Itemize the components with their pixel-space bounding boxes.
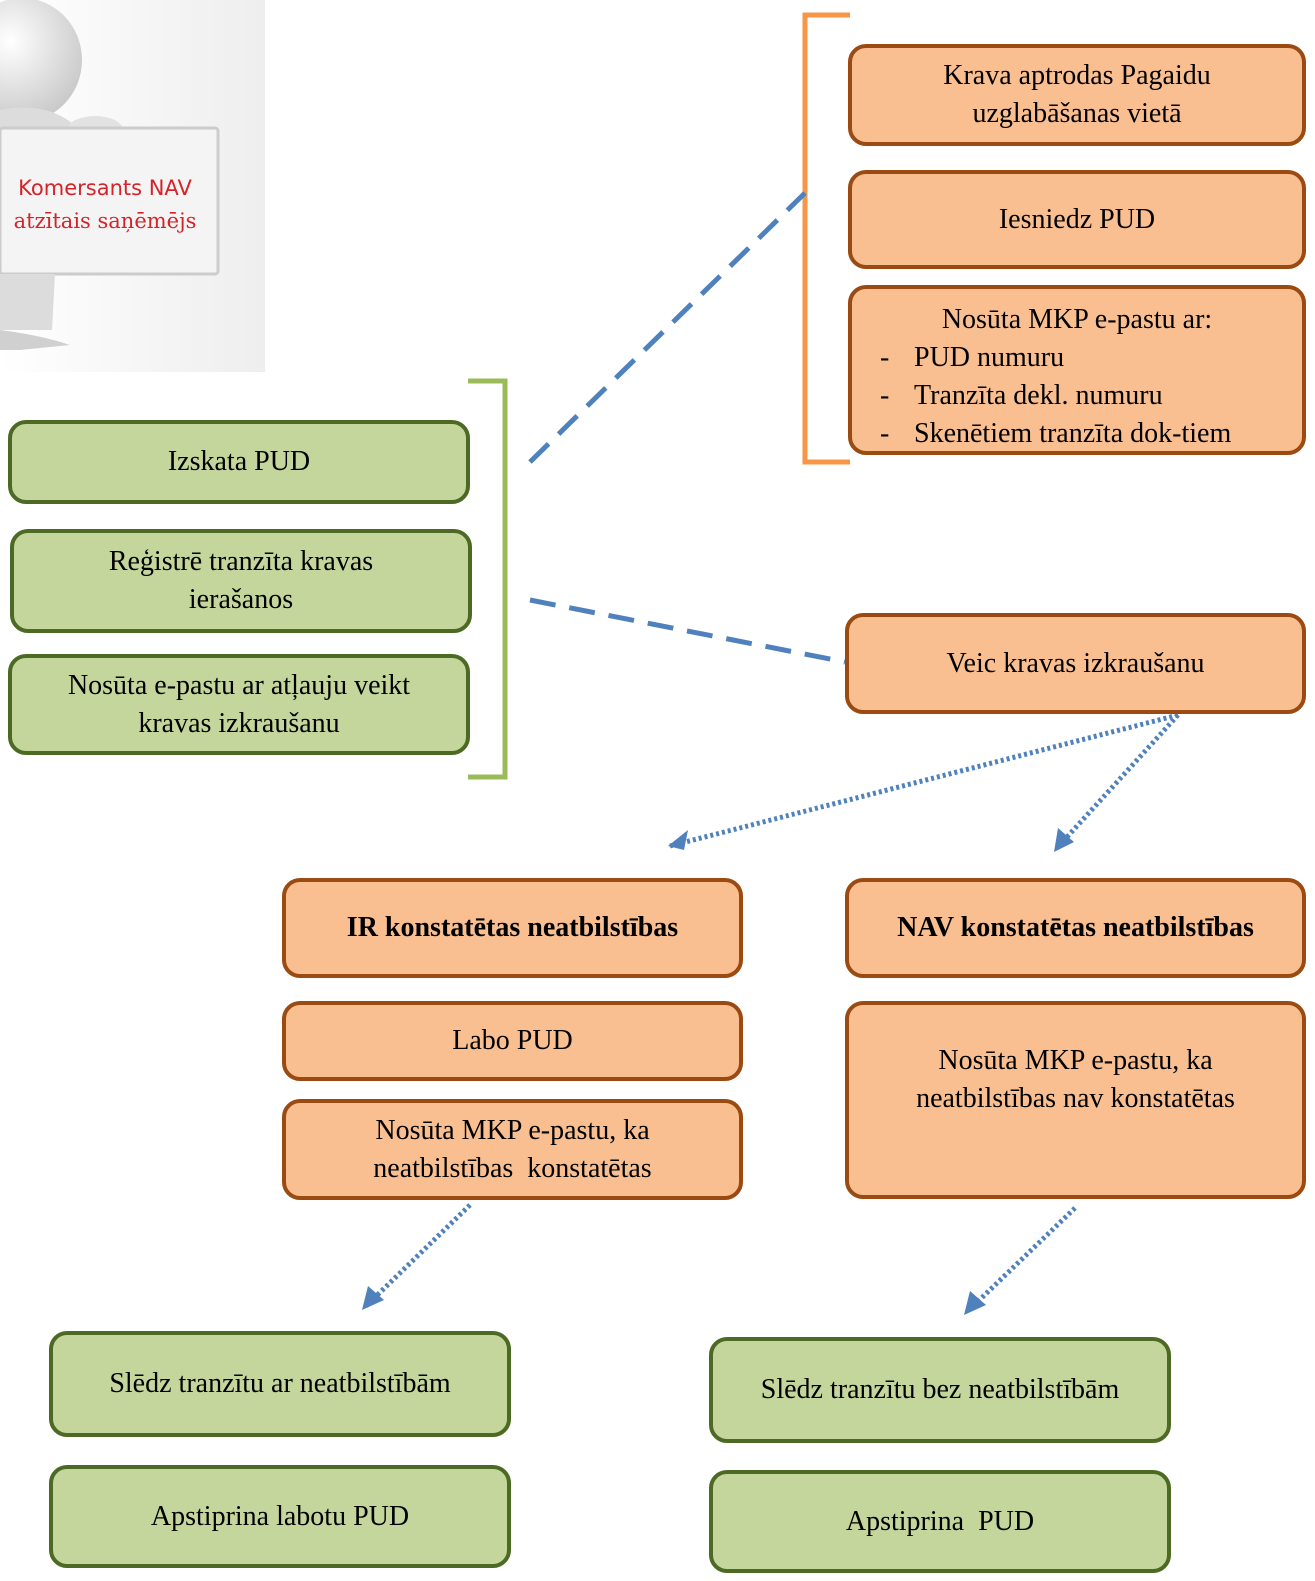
box-ir-title: IR konstatētas neatbilstības bbox=[282, 878, 743, 978]
box-submit-pud-text: Iesniedz PUD bbox=[998, 203, 1156, 235]
arrow-nav-down bbox=[966, 1206, 1077, 1313]
box-nav-title: NAV konstatētas neatbilstības bbox=[845, 878, 1306, 978]
box-fix-pud: Labo PUD bbox=[282, 1001, 743, 1081]
badge-illustration: Komersants NAV atzītais saņēmējs bbox=[0, 0, 265, 372]
box-unload-cargo: Veic kravas izkraušanu bbox=[845, 613, 1306, 714]
box-ir-title-text: IR konstatētas neatbilstības bbox=[346, 912, 679, 943]
box-close-without-issues: Slēdz tranzītu bez neatbilstībām bbox=[709, 1337, 1171, 1443]
box-register-arrival-text: Reģistrē tranzīta kravas ierašanos bbox=[108, 546, 374, 615]
box-nav-title-text: NAV konstatētas neatbilstības bbox=[897, 912, 1254, 943]
arrow-to-nav bbox=[1055, 713, 1180, 850]
box-permission-email-text: Nosūta e-pastu ar atļauju veikt kravas i… bbox=[67, 669, 411, 739]
box-send-email-mkp-list: PUD numuru Tranzīta dekl. numuru Skenēti… bbox=[852, 339, 1302, 453]
green-bracket bbox=[468, 378, 508, 780]
box-review-pud-text: Izskata PUD bbox=[167, 446, 311, 477]
box-nav-email: Nosūta MKP e-pastu, ka neatbilstības nav… bbox=[845, 1001, 1306, 1199]
arrowhead-to-ir bbox=[668, 830, 688, 850]
box-approve-fixed-pud: Apstiprina labotu PUD bbox=[49, 1465, 511, 1568]
box-close-with-issues: Slēdz tranzītu ar neatbilstībām bbox=[49, 1331, 511, 1437]
arrowhead-ir-down bbox=[362, 1286, 384, 1310]
arrowhead-to-nav bbox=[1054, 828, 1074, 852]
box-unload-cargo-text: Veic kravas izkraušanu bbox=[946, 647, 1205, 679]
box-send-email-mkp-title: Nosūta MKP e-pastu ar: bbox=[941, 304, 1213, 335]
badge-caption: Komersants NAV atzītais saņēmējs bbox=[0, 172, 210, 238]
dashed-connector-unload bbox=[529, 597, 846, 665]
box-submit-pud: Iesniedz PUD bbox=[848, 170, 1306, 269]
box-review-pud: Izskata PUD bbox=[8, 420, 470, 504]
box-ir-email: Nosūta MKP e-pastu, ka neatbilstības kon… bbox=[282, 1099, 743, 1200]
figure-holding-sign-icon bbox=[0, 0, 265, 372]
box-nav-email-text: Nosūta MKP e-pastu, ka neatbilstības nav… bbox=[916, 1045, 1235, 1114]
box-send-email-mkp: Nosūta MKP e-pastu ar: PUD numuru Tranzī… bbox=[848, 285, 1306, 455]
arrow-ir-down bbox=[364, 1203, 472, 1308]
list-item: Tranzīta dekl. numuru bbox=[852, 377, 1302, 415]
box-close-without-issues-text: Slēdz tranzītu bez neatbilstībām bbox=[760, 1374, 1120, 1405]
box-fix-pud-text: Labo PUD bbox=[452, 1025, 573, 1056]
arrowhead-nav-down bbox=[964, 1291, 986, 1315]
box-register-arrival: Reģistrē tranzīta kravas ierašanos bbox=[10, 529, 472, 633]
box-approve-pud: Apstiprina PUD bbox=[709, 1470, 1171, 1573]
box-ir-email-text: Nosūta MKP e-pastu, ka neatbilstības kon… bbox=[373, 1114, 657, 1184]
list-item: Skenētiem tranzīta dok-tiem bbox=[852, 415, 1302, 453]
box-approve-fixed-pud-text: Apstiprina labotu PUD bbox=[150, 1500, 410, 1532]
box-approve-pud-text: Apstiprina PUD bbox=[845, 1505, 1035, 1537]
arrow-to-ir bbox=[669, 712, 1179, 849]
orange-bracket bbox=[802, 12, 850, 465]
box-cargo-in-warehouse-text: Krava aptrodas Pagaidu uzglabāšanas viet… bbox=[943, 60, 1211, 129]
badge-caption-line1: Komersants NAV bbox=[18, 176, 192, 200]
dashed-connector-top bbox=[528, 191, 807, 464]
box-cargo-in-warehouse: Krava aptrodas Pagaidu uzglabāšanas viet… bbox=[848, 44, 1306, 146]
badge-caption-line2: atzītais saņēmējs bbox=[13, 209, 197, 233]
box-permission-email: Nosūta e-pastu ar atļauju veikt kravas i… bbox=[8, 654, 470, 755]
box-close-with-issues-text: Slēdz tranzītu ar neatbilstībām bbox=[109, 1368, 451, 1399]
list-item: PUD numuru bbox=[852, 339, 1302, 377]
